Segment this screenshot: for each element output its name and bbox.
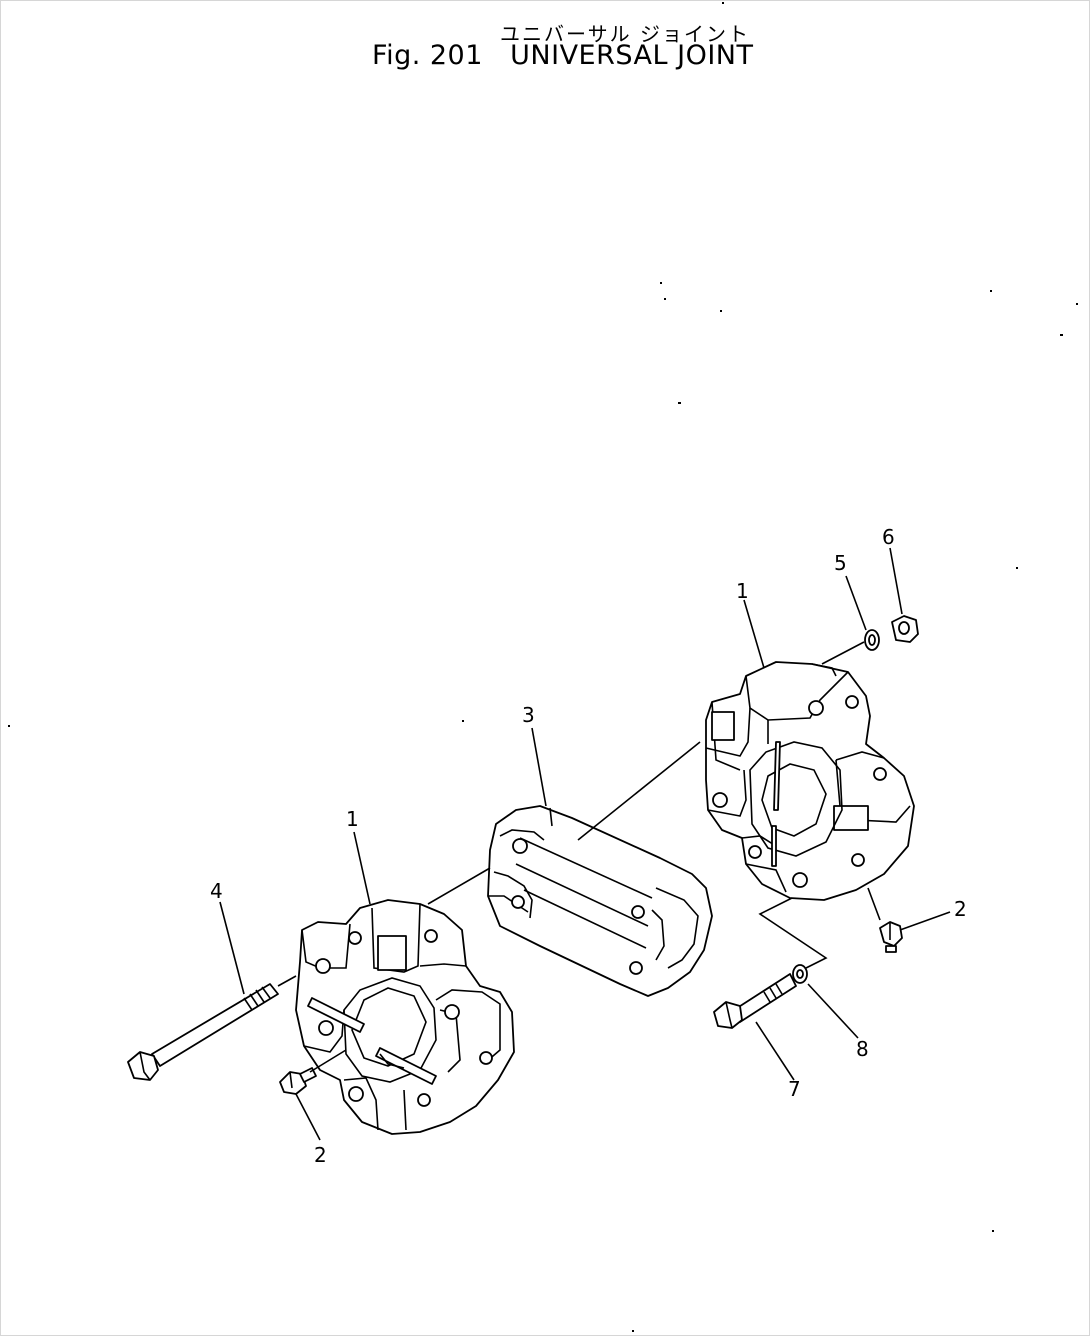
figure-title-japanese: ユニバーサル ジョイント bbox=[500, 22, 750, 46]
callout-3: 3 bbox=[522, 703, 535, 727]
callout-7: 7 bbox=[788, 1077, 801, 1101]
grease-fitting-right bbox=[879, 921, 903, 953]
callout-2-left: 2 bbox=[314, 1143, 327, 1167]
nut-6 bbox=[891, 615, 919, 643]
center-spacer bbox=[487, 805, 713, 997]
coupling-right bbox=[705, 661, 915, 901]
grease-fitting-left bbox=[279, 1049, 347, 1095]
washer-5 bbox=[864, 629, 880, 651]
callout-1-right: 1 bbox=[736, 579, 749, 603]
assembly-guide-lines bbox=[277, 641, 881, 987]
callout-6: 6 bbox=[882, 525, 895, 549]
figure-label: Fig. 201 bbox=[372, 40, 483, 71]
callout-2-right: 2 bbox=[954, 897, 967, 921]
coupling-left bbox=[295, 899, 515, 1135]
figure-title: Fig. 201 UNIVERSAL JOINT bbox=[372, 40, 753, 71]
callout-labels: 1 1 2 2 3 4 5 6 7 8 bbox=[210, 525, 967, 1167]
short-bolt bbox=[713, 973, 797, 1029]
leader-lines bbox=[219, 547, 951, 1141]
washer-8 bbox=[792, 964, 808, 984]
callout-5: 5 bbox=[834, 551, 847, 575]
scan-specks bbox=[8, 2, 1078, 1332]
figure-name: UNIVERSAL JOINT bbox=[510, 40, 754, 71]
callout-8: 8 bbox=[856, 1037, 869, 1061]
long-bolt bbox=[127, 983, 279, 1081]
callout-1-left: 1 bbox=[346, 807, 359, 831]
callout-4: 4 bbox=[210, 879, 223, 903]
